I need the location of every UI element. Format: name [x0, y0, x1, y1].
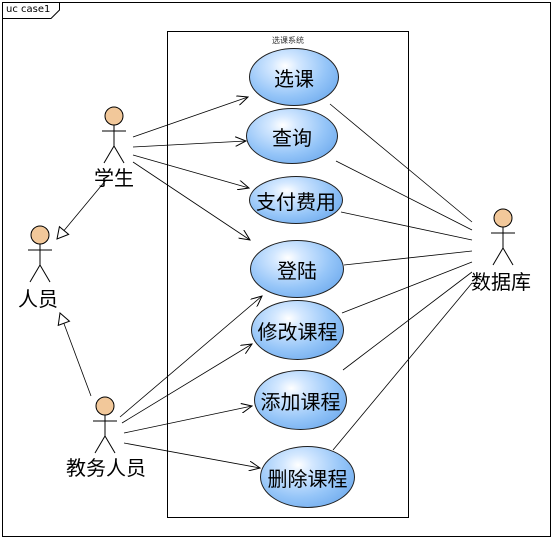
- system-boundary: 选课系统: [167, 31, 409, 518]
- usecase-login-label: 登陆: [277, 258, 317, 283]
- student-actor-icon: [102, 106, 126, 164]
- student-pay-arrow: [132, 154, 249, 188]
- db-add-link: [342, 271, 473, 371]
- student-label: 学生: [94, 166, 134, 190]
- usecase-login[interactable]: 登陆: [250, 240, 344, 298]
- staff-modify-arrow: [121, 344, 252, 424]
- database-actor-icon: [491, 208, 515, 266]
- person-label: 人员: [18, 287, 58, 311]
- usecase-select-course[interactable]: 选课: [249, 48, 339, 106]
- db-pay-link: [340, 211, 473, 241]
- db-login-link: [343, 250, 473, 266]
- database-label: 数据库: [471, 270, 531, 294]
- usecase-pay-fees-label: 支付费用: [256, 189, 336, 214]
- db-modify-link: [341, 261, 473, 314]
- frame-tab-label: uc case1: [6, 4, 51, 15]
- staff-generalization: [57, 312, 92, 397]
- usecase-delete-course-label: 删除课程: [267, 466, 348, 491]
- frame-tab: [2, 2, 60, 19]
- staff-add-arrow: [123, 406, 252, 434]
- usecase-select-course-label: 选课: [274, 66, 314, 91]
- usecase-modify-course[interactable]: 修改课程: [251, 300, 344, 360]
- usecase-query-label: 查询: [272, 125, 312, 150]
- usecase-pay-fees[interactable]: 支付费用: [249, 176, 343, 224]
- person-actor-icon: [28, 225, 52, 283]
- db-query-link: [335, 160, 473, 231]
- db-delete-link: [332, 282, 473, 451]
- usecase-add-course-label: 添加课程: [260, 389, 341, 414]
- staff-actor-icon: [93, 396, 117, 454]
- usecase-delete-course[interactable]: 删除课程: [260, 446, 355, 508]
- db-select-link: [329, 103, 473, 223]
- staff-delete-arrow: [123, 442, 260, 468]
- student-query-arrow: [132, 141, 246, 148]
- usecase-add-course[interactable]: 添加课程: [254, 370, 347, 430]
- usecase-query[interactable]: 查询: [246, 108, 338, 164]
- staff-label: 教务人员: [66, 456, 146, 480]
- staff-login-arrow: [119, 296, 262, 418]
- system-title: 选课系统: [272, 36, 304, 45]
- student-select-arrow: [132, 97, 248, 138]
- student-login-arrow: [132, 161, 250, 240]
- usecase-modify-course-label: 修改课程: [257, 319, 338, 344]
- student-generalization: [56, 179, 107, 240]
